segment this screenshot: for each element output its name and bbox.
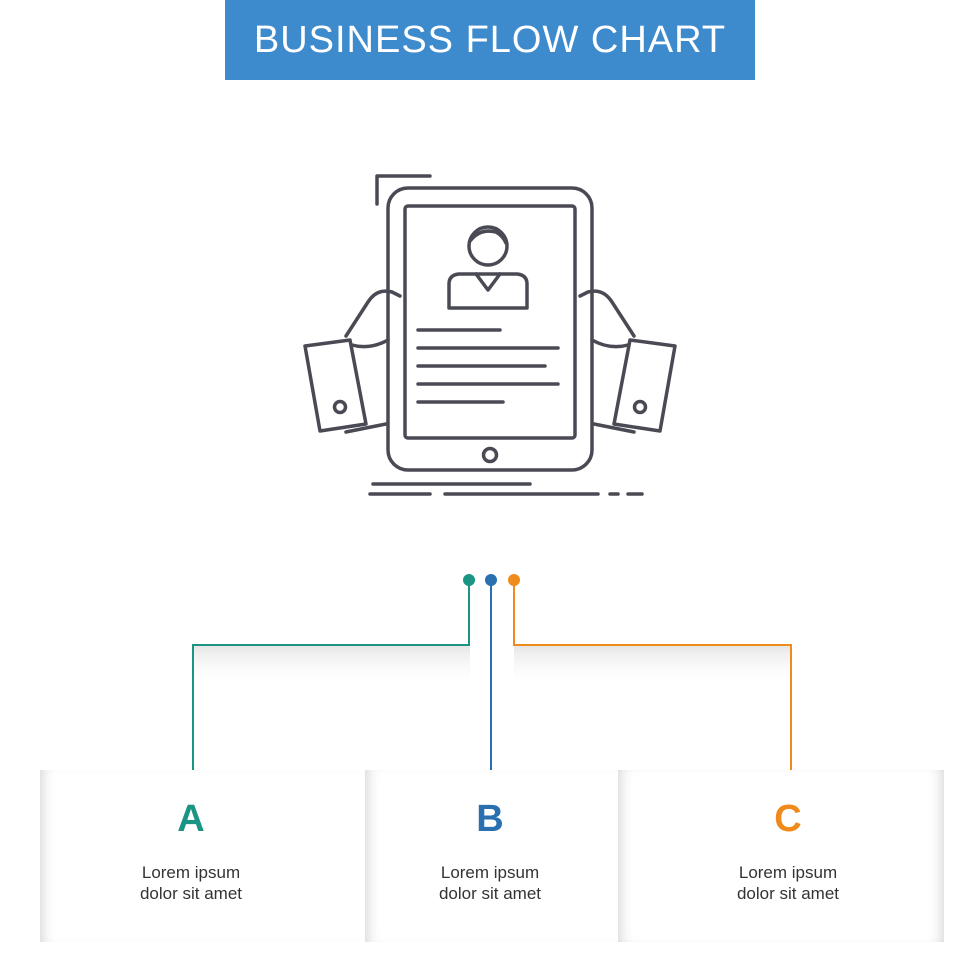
step-panel-c: C Lorem ipsum dolor sit amet: [618, 770, 944, 942]
step-panel-a: A Lorem ipsum dolor sit amet: [40, 770, 365, 942]
step-text-b: Lorem ipsum dolor sit amet: [365, 862, 615, 904]
step-panel-b: B Lorem ipsum dolor sit amet: [365, 770, 618, 942]
connector-line-c: [513, 585, 792, 781]
resume-tablet-hands-icon: [303, 174, 677, 496]
node-dot-c: [508, 574, 520, 586]
page-title: BUSINESS FLOW CHART: [253, 18, 727, 61]
step-text-a: Lorem ipsum dolor sit amet: [40, 862, 342, 904]
step-letter-b: B: [476, 798, 504, 840]
connector-line-a: [192, 585, 470, 781]
connector-shadow-a: [193, 646, 470, 686]
step-text-b-line2: dolor sit amet: [438, 884, 542, 903]
connector-shadow-c: [514, 646, 792, 686]
step-text-a-line2: dolor sit amet: [139, 884, 243, 903]
step-text-c-line1: Lorem ipsum: [738, 863, 838, 882]
step-letter-c: C: [774, 798, 802, 840]
step-text-b-line1: Lorem ipsum: [440, 863, 540, 882]
step-text-a-line1: Lorem ipsum: [141, 863, 241, 882]
title-banner: BUSINESS FLOW CHART: [225, 0, 755, 80]
step-text-c-line2: dolor sit amet: [736, 884, 840, 903]
node-dot-b: [485, 574, 497, 586]
step-letter-a: A: [177, 798, 205, 840]
node-dot-a: [463, 574, 475, 586]
step-text-c: Lorem ipsum dolor sit amet: [618, 862, 958, 904]
